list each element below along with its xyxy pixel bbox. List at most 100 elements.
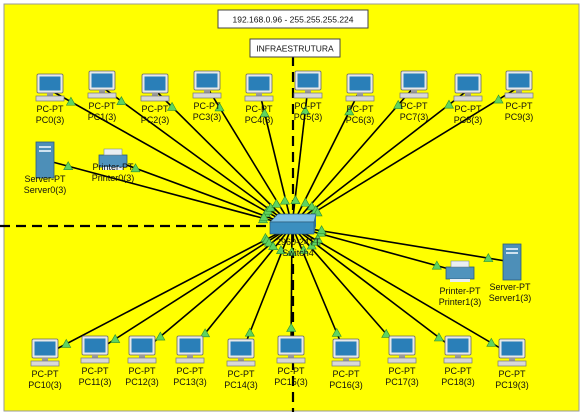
switch-model-label: 2960-24TT: [276, 237, 321, 247]
device-name-label: PC17(3): [385, 377, 419, 387]
pc-icon: [30, 338, 60, 367]
device-name-label: Server1(3): [489, 293, 532, 303]
device-name-label: PC0(3): [36, 115, 65, 125]
link-pc9[interactable]: [291, 86, 520, 227]
port-pc14-device-side: [244, 327, 255, 337]
port-pc5-device-side: [300, 105, 311, 115]
pc-icon: [175, 335, 205, 364]
subnet-note[interactable]: 192.168.0.96 - 255.255.255.224: [217, 9, 369, 29]
device-name-label: Server0(3): [24, 185, 67, 195]
link-pc18[interactable]: [291, 225, 459, 353]
printer-icon: [445, 260, 475, 282]
link-pc0[interactable]: [49, 89, 293, 227]
switch-icon: [269, 213, 317, 235]
device-name-label: PC3(3): [193, 112, 222, 122]
device-type-label: Server-PT: [489, 282, 531, 292]
port-pc19-switch-side: [312, 234, 323, 243]
device-name-label: PC13(3): [173, 377, 207, 387]
server-icon: [35, 141, 55, 179]
device-name-label: PC6(3): [346, 115, 375, 125]
link-pc8[interactable]: [291, 89, 469, 227]
port-pc7-switch-side: [306, 201, 317, 211]
port-pc12-switch-side: [264, 237, 275, 247]
device-name-label: PC2(3): [141, 115, 170, 125]
port-pc8-device-side: [443, 99, 455, 109]
port-printer0-switch-side: [258, 211, 269, 221]
port-pc16-device-side: [331, 327, 342, 337]
port-pc14-switch-side: [275, 245, 286, 254]
port-pc5-switch-side: [290, 195, 301, 204]
device-type-label: PC-PT: [445, 366, 473, 376]
port-pc1-device-side: [116, 96, 127, 105]
link-pc12[interactable]: [141, 225, 293, 353]
port-pc13-device-side: [200, 328, 211, 338]
zone-note-text: INFRAESTRUTURA: [256, 44, 334, 54]
devices: PC-PTPC0(3)PC-PTPC1(3)PC-PTPC2(3)PC-PTPC…: [24, 70, 534, 390]
port-pc13-switch-side: [268, 241, 279, 251]
link-pc10[interactable]: [44, 225, 293, 356]
link-server1[interactable]: [291, 225, 513, 263]
subnet-note-text: 192.168.0.96 - 255.255.255.224: [233, 15, 354, 25]
device-name-label: PC9(3): [505, 112, 534, 122]
port-pc10-device-side: [61, 338, 72, 348]
printer-icon: [98, 148, 128, 170]
link-pc11[interactable]: [94, 225, 293, 353]
device-name-label: PC5(3): [294, 112, 323, 122]
device-type-label: PC-PT: [333, 369, 361, 379]
device-type-label: PC-PT: [389, 366, 417, 376]
pc-icon: [331, 338, 361, 367]
port-pc0-device-side: [65, 96, 76, 106]
zone-note[interactable]: INFRAESTRUTURA: [249, 38, 341, 58]
pc-icon: [293, 70, 323, 99]
link-pc2[interactable]: [154, 89, 293, 227]
port-pc15-switch-side: [286, 246, 297, 256]
device-type-label: PC-PT: [499, 369, 527, 379]
link-server0[interactable]: [44, 159, 293, 227]
device-name-label: PC19(3): [495, 380, 529, 390]
pc-icon: [345, 73, 375, 102]
link-pc1[interactable]: [101, 86, 293, 227]
port-server0-device-side: [63, 161, 74, 170]
pc-icon: [276, 335, 306, 364]
pc-icon: [80, 335, 110, 364]
device-type-label: PC-PT: [295, 101, 323, 111]
device-name-label: PC11(3): [79, 377, 112, 387]
device-type-label: PC-PT: [142, 104, 170, 114]
port-pc3-device-side: [214, 102, 225, 112]
device-name-label: PC15(3): [274, 377, 308, 387]
device-type-label: PC-PT: [194, 101, 222, 111]
link-pc19[interactable]: [291, 225, 513, 356]
device-type-label: PC-PT: [32, 369, 60, 379]
port-printer1-device-side: [431, 260, 442, 270]
device-type-label: PC-PT: [347, 104, 375, 114]
port-pc3-switch-side: [271, 198, 282, 208]
device-type-label: PC-PT: [506, 101, 534, 111]
